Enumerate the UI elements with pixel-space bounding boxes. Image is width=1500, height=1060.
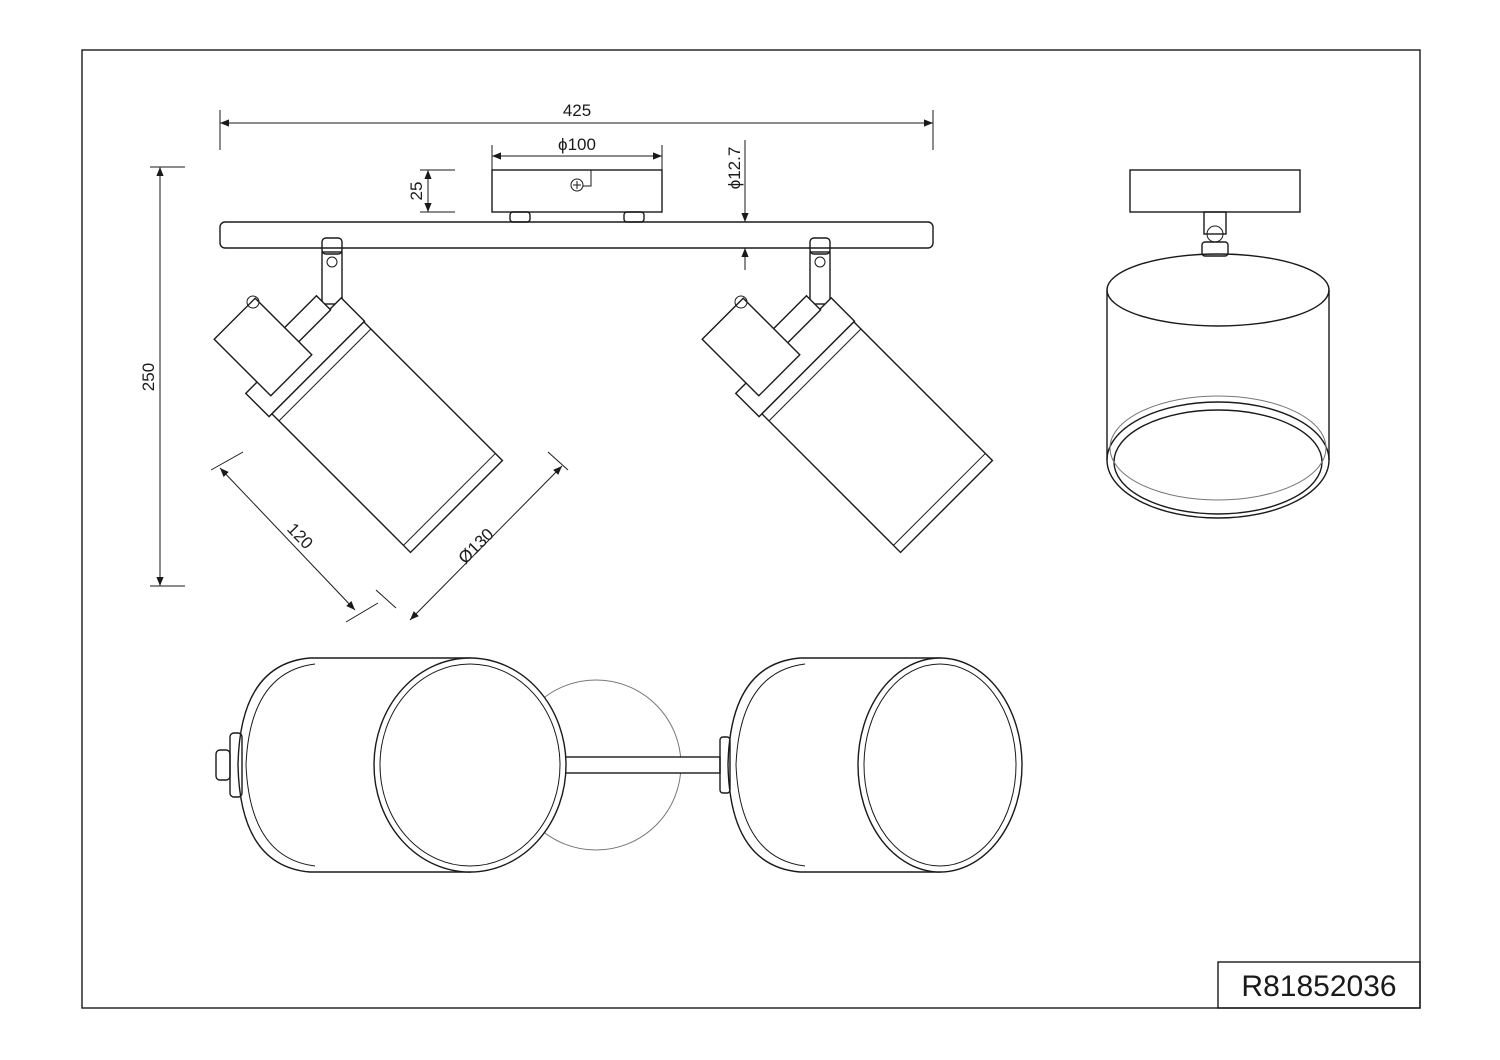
canopy (491, 169, 663, 213)
dimension-shade-length: 120 (283, 519, 316, 553)
side-canopy (1129, 169, 1301, 213)
product-code-box: R81852036 (1217, 961, 1421, 1009)
spot-right (701, 237, 994, 554)
side-shade-opening (1113, 409, 1323, 515)
dimension-rod-diameter: ϕ12.7 (725, 147, 744, 190)
canopy-screw (570, 178, 584, 192)
dimension-line-shade-length (219, 467, 356, 611)
product-code: R81852036 (1241, 970, 1396, 1003)
dimension-overall-length: 425 (563, 101, 591, 120)
side-shade-top (1106, 253, 1330, 327)
dimension-canopy-height: 25 (407, 182, 426, 201)
shade-right (760, 320, 994, 554)
top-view (215, 657, 1023, 873)
canopy-foot-left (509, 211, 531, 223)
side-view (1106, 169, 1330, 519)
canopy-foot-right (623, 211, 645, 223)
front-view: 425 ϕ100 25 ϕ12.7 250 (139, 101, 994, 623)
dimension-total-height: 250 (139, 363, 158, 391)
mounting-bar (219, 221, 934, 249)
dimension-shade-diameter: Ø130 (455, 525, 498, 568)
dimension-canopy-diameter: ϕ100 (558, 135, 596, 154)
dimension-line-shade-diameter (409, 465, 563, 621)
sheet-border (81, 49, 1421, 1009)
top-bar (539, 756, 721, 774)
